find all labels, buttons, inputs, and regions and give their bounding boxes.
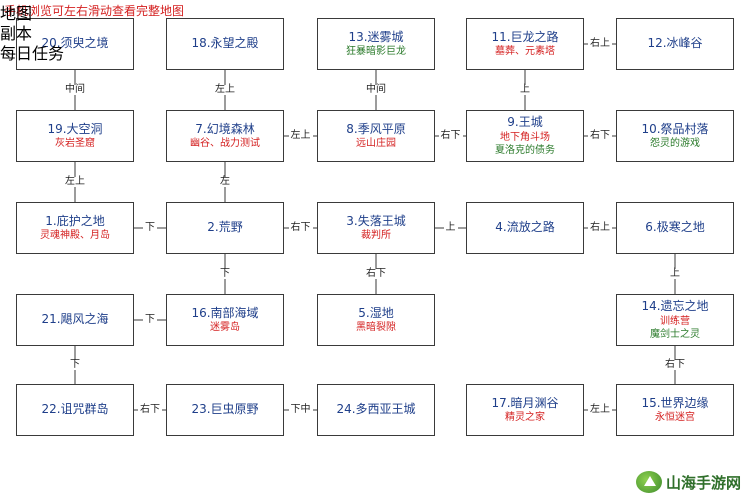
- map-node-23: 23.巨虫原野: [166, 384, 284, 436]
- legend-label: 副本: [0, 24, 33, 43]
- dungeon-label: 地下角斗场: [500, 131, 550, 143]
- daily-quest-label: 魔剑士之灵: [650, 328, 700, 340]
- map-node-6: 6.极寒之地: [616, 202, 734, 254]
- edge-label: 下中: [288, 404, 313, 415]
- edge-label: 上: [518, 84, 532, 95]
- node-name: 14.遗忘之地: [641, 299, 709, 314]
- edge-label: 右下: [438, 130, 463, 141]
- map-node-24: 24.多西亚王城: [317, 384, 435, 436]
- node-name: 17.暗月渊谷: [491, 395, 559, 410]
- edge-label: 左上: [63, 176, 87, 187]
- edge-label: 右下: [288, 222, 313, 233]
- node-name: 21.飓风之海: [41, 312, 109, 327]
- mountain-logo-icon: [636, 471, 662, 493]
- map-node-14: 14.遗忘之地训练营魔剑士之灵: [616, 294, 734, 346]
- edge-label: 右下: [138, 404, 162, 415]
- node-name: 19.大空洞: [47, 121, 103, 136]
- edge-label: 右下: [588, 130, 612, 141]
- node-name: 5.湿地: [358, 305, 394, 320]
- edge-label: 上: [668, 268, 682, 279]
- daily-quest-label: 狂暴暗影巨龙: [346, 46, 406, 58]
- edge-label: 右下: [364, 268, 388, 279]
- map-node-5: 5.湿地黑暗裂隙: [317, 294, 435, 346]
- map-node-8: 8.季风平原远山庄园: [317, 110, 435, 162]
- map-node-9: 9.王城地下角斗场夏洛克的债务: [466, 110, 584, 162]
- watermark-text: 山海手游网: [666, 473, 742, 492]
- dungeon-label: 裁判所: [361, 230, 391, 242]
- dungeon-label: 训练营: [660, 315, 690, 327]
- legend-item: 副本: [0, 20, 32, 44]
- map-node-13: 13.迷雾城狂暴暗影巨龙: [317, 18, 435, 70]
- edge-label: 下: [143, 222, 157, 233]
- node-name: 10.祭品村落: [641, 121, 709, 136]
- legend-label: 地图: [0, 4, 33, 23]
- legend-item: 地图: [0, 0, 32, 24]
- edge-label: 右下: [663, 359, 687, 370]
- node-name: 9.王城: [507, 115, 543, 130]
- page-title: 手机浏览可左右滑动查看完整地图: [4, 4, 185, 18]
- map-node-12: 12.冰峰谷: [616, 18, 734, 70]
- dungeon-label: 灵魂神殿、月岛: [40, 230, 110, 242]
- map-node-20: 20.须臾之境: [16, 18, 134, 70]
- dungeon-label: 永恒迷宫: [655, 412, 695, 424]
- map-node-22: 22.诅咒群岛: [16, 384, 134, 436]
- dungeon-label: 迷雾岛: [210, 322, 240, 334]
- dungeon-label: 精灵之家: [505, 412, 545, 424]
- edge-label: 左: [218, 176, 232, 187]
- node-name: 15.世界边缘: [641, 395, 709, 410]
- map-node-21: 21.飓风之海: [16, 294, 134, 346]
- dungeon-label: 幽谷、战力测试: [190, 138, 260, 150]
- node-name: 2.荒野: [207, 220, 243, 235]
- edge-label: 右上: [588, 38, 612, 49]
- edge-label: 中间: [364, 84, 388, 95]
- map-node-16: 16.南部海域迷雾岛: [166, 294, 284, 346]
- edge-label: 左上: [588, 404, 612, 415]
- daily-quest-label: 夏洛克的债务: [495, 144, 555, 156]
- edge-label: 左上: [288, 130, 313, 141]
- node-name: 3.失落王城: [346, 213, 406, 228]
- node-name: 8.季风平原: [346, 121, 406, 136]
- node-name: 22.诅咒群岛: [41, 402, 109, 417]
- legend-item: 每日任务: [0, 40, 64, 64]
- daily-quest-label: 怨灵的游戏: [650, 138, 700, 150]
- node-name: 12.冰峰谷: [647, 36, 703, 51]
- node-name: 20.须臾之境: [41, 36, 109, 51]
- node-name: 13.迷雾城: [348, 29, 404, 44]
- dungeon-label: 墓葬、元素塔: [495, 46, 555, 58]
- edge-label: 左上: [213, 84, 237, 95]
- map-node-19: 19.大空洞灰岩圣窟: [16, 110, 134, 162]
- edge-label: 下: [218, 268, 232, 279]
- map-node-10: 10.祭品村落怨灵的游戏: [616, 110, 734, 162]
- map-node-1: 1.庇护之地灵魂神殿、月岛: [16, 202, 134, 254]
- site-watermark: 山海手游网: [636, 468, 746, 496]
- node-name: 23.巨虫原野: [191, 402, 259, 417]
- node-name: 1.庇护之地: [45, 213, 105, 228]
- edge-label: 下: [68, 359, 82, 370]
- node-name: 7.幻境森林: [195, 121, 255, 136]
- map-node-4: 4.流放之路: [466, 202, 584, 254]
- node-name: 16.南部海域: [191, 305, 259, 320]
- map-node-15: 15.世界边缘永恒迷宫: [616, 384, 734, 436]
- map-node-7: 7.幻境森林幽谷、战力测试: [166, 110, 284, 162]
- edge-label: 下: [143, 314, 157, 325]
- node-name: 18.永望之殿: [191, 36, 259, 51]
- edge-label: 中间: [63, 84, 87, 95]
- map-node-17: 17.暗月渊谷精灵之家: [466, 384, 584, 436]
- node-name: 4.流放之路: [495, 220, 555, 235]
- map-node-18: 18.永望之殿: [166, 18, 284, 70]
- dungeon-label: 远山庄园: [356, 138, 396, 150]
- legend-label: 每日任务: [0, 44, 65, 63]
- node-name: 6.极寒之地: [645, 220, 705, 235]
- dungeon-label: 灰岩圣窟: [55, 138, 95, 150]
- edge-label: 右上: [588, 222, 612, 233]
- map-node-11: 11.巨龙之路墓葬、元素塔: [466, 18, 584, 70]
- dungeon-label: 黑暗裂隙: [356, 322, 396, 334]
- map-node-2: 2.荒野: [166, 202, 284, 254]
- edge-label: 上: [443, 222, 458, 233]
- node-name: 24.多西亚王城: [336, 402, 416, 417]
- map-node-3: 3.失落王城裁判所: [317, 202, 435, 254]
- node-name: 11.巨龙之路: [491, 29, 559, 44]
